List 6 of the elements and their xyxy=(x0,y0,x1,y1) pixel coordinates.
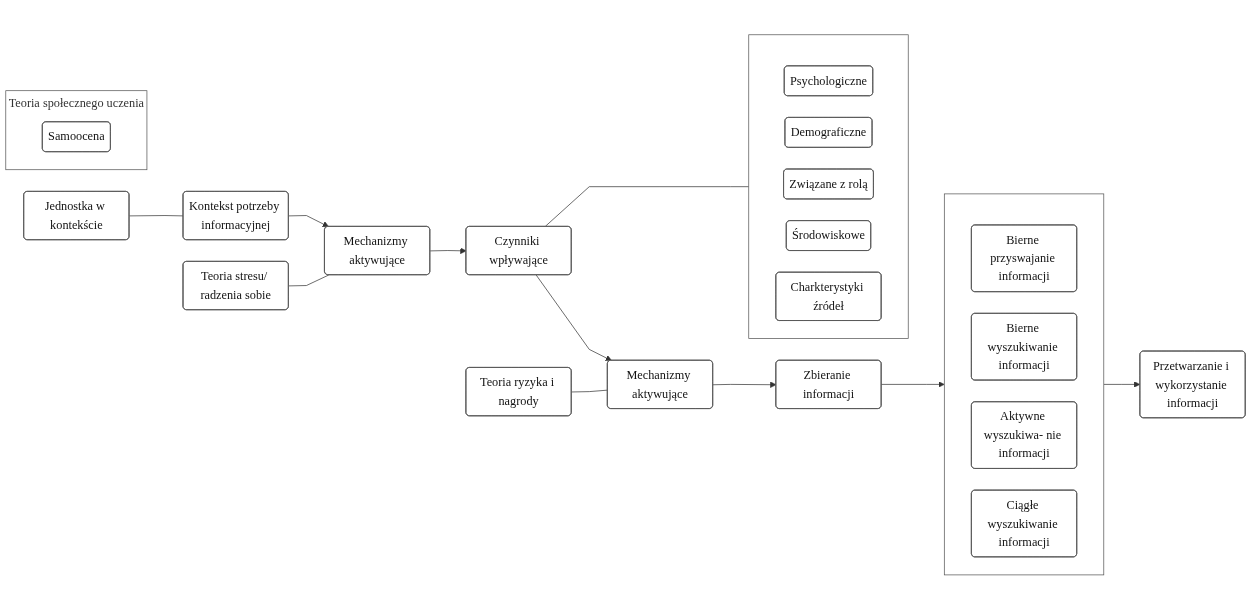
cluster xyxy=(943,193,1105,576)
cluster xyxy=(748,34,909,340)
connector xyxy=(544,186,750,227)
connector xyxy=(571,389,609,393)
connector xyxy=(129,215,184,217)
connector xyxy=(288,274,329,287)
